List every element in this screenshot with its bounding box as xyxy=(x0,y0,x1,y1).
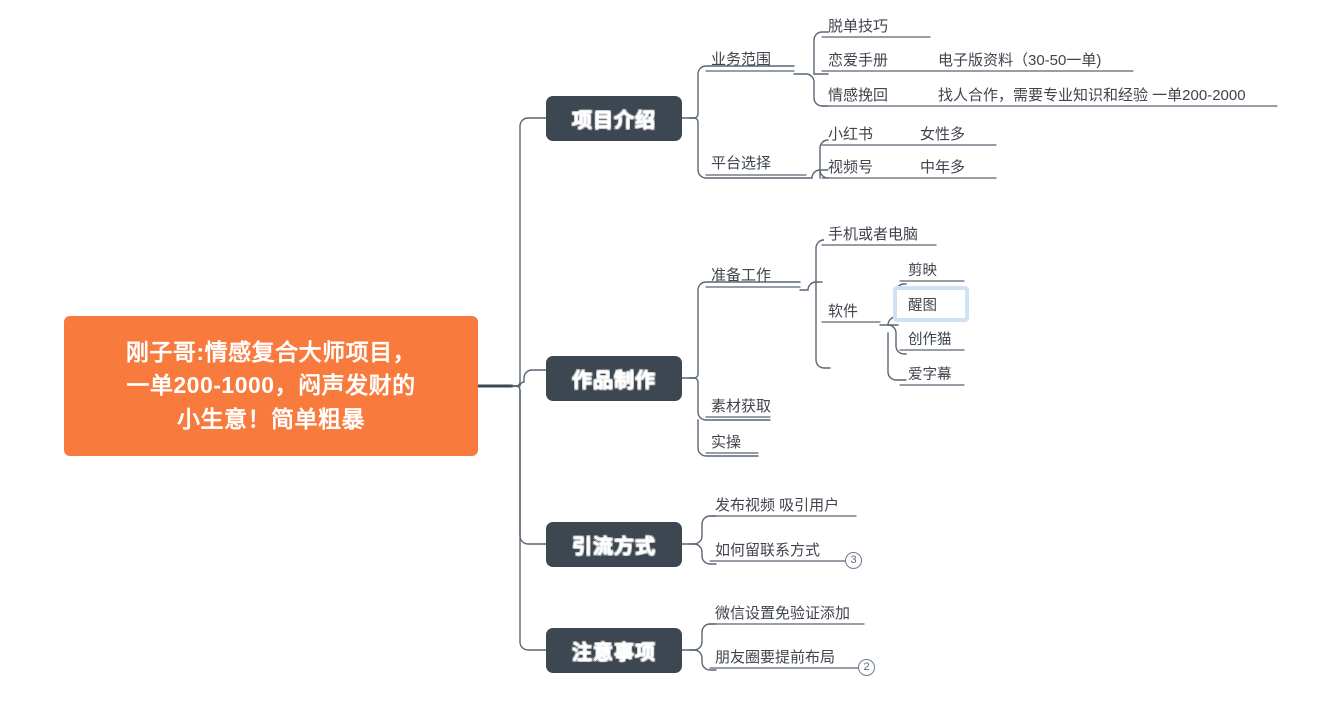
topic-business-scope[interactable]: 业务范围 xyxy=(711,51,772,68)
detail-video-account[interactable]: 中年多 xyxy=(920,159,966,176)
branch-label-notes: 注意事项 xyxy=(572,642,656,664)
root-node-label: 刚子哥:情感复合大师项目， 一单200-1000，闷声发财的 小生意！简单粗暴 xyxy=(125,338,417,432)
topic-video-account[interactable]: 视频号 xyxy=(828,159,874,176)
topic-publish-video[interactable]: 发布视频 吸引用户 xyxy=(715,497,840,514)
branch-label-work-production: 作品制作 xyxy=(572,370,656,392)
topic-xingtu[interactable]: 醒图 xyxy=(908,298,937,314)
detail-xiaohongshu[interactable]: 女性多 xyxy=(920,126,966,143)
topic-moments-layout[interactable]: 朋友圈要提前布局 xyxy=(715,649,836,666)
topic-wechat-no-verify[interactable]: 微信设置免验证添加 xyxy=(715,605,851,622)
topic-chuangzuomao[interactable]: 创作猫 xyxy=(908,332,952,348)
topic-emotion-recovery[interactable]: 情感挽回 xyxy=(828,87,889,104)
topic-practice[interactable]: 实操 xyxy=(711,434,742,451)
topic-how-to-leave-contact[interactable]: 如何留联系方式 xyxy=(715,542,821,559)
detail-love-manual[interactable]: 电子版资料（30-50一单) xyxy=(938,52,1102,69)
branch-label-project-intro: 项目介绍 xyxy=(572,110,656,132)
topic-jianying[interactable]: 剪映 xyxy=(908,263,937,279)
badge-count-3[interactable]: 3 xyxy=(845,552,862,569)
topic-platform-choice[interactable]: 平台选择 xyxy=(711,155,772,172)
branch-label-traffic-method: 引流方式 xyxy=(572,536,656,558)
detail-emotion-recovery[interactable]: 找人合作，需要专业知识和经验 一单200-2000 xyxy=(938,87,1246,104)
topic-material-sourcing[interactable]: 素材获取 xyxy=(711,398,772,415)
topic-aizimu[interactable]: 爱字幕 xyxy=(908,367,952,383)
topic-xiaohongshu[interactable]: 小红书 xyxy=(828,126,874,143)
topic-love-manual[interactable]: 恋爱手册 xyxy=(828,52,889,69)
branch-node-notes[interactable]: 注意事项 xyxy=(546,628,682,673)
badge-count-2[interactable]: 2 xyxy=(858,659,875,676)
root-node[interactable]: 刚子哥:情感复合大师项目， 一单200-1000，闷声发财的 小生意！简单粗暴 xyxy=(64,316,478,456)
branch-node-traffic-method[interactable]: 引流方式 xyxy=(546,522,682,567)
topic-phone-or-computer[interactable]: 手机或者电脑 xyxy=(828,226,919,243)
topic-preparation[interactable]: 准备工作 xyxy=(711,267,772,284)
branch-node-project-intro[interactable]: 项目介绍 xyxy=(546,96,682,141)
branch-node-work-production[interactable]: 作品制作 xyxy=(546,356,682,401)
topic-single-tips[interactable]: 脱单技巧 xyxy=(828,18,889,35)
topic-software[interactable]: 软件 xyxy=(828,303,859,320)
